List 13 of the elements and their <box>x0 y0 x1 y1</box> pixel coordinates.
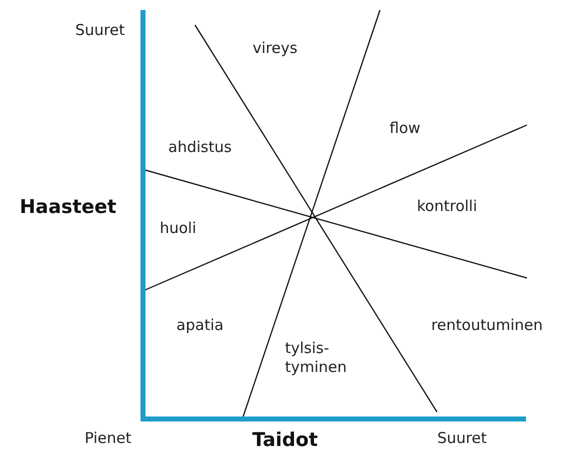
axis-end-label: Suuret <box>75 21 125 39</box>
axis-title: Taidot <box>252 429 318 451</box>
region-label: kontrolli <box>416 197 478 215</box>
axis-end-label: Suuret <box>437 429 487 447</box>
region-label: huoli <box>160 219 196 237</box>
region-label: vireys <box>252 39 298 57</box>
axis-title: Haasteet <box>20 196 116 218</box>
axis-end-label: Pienet <box>84 429 132 447</box>
region-label: tylsis- tyminen <box>285 339 348 377</box>
region-label: apatia <box>176 316 224 334</box>
region-label: rentoutuminen <box>431 316 543 334</box>
region-label: flow <box>390 119 420 137</box>
region-label: ahdistus <box>168 138 232 156</box>
